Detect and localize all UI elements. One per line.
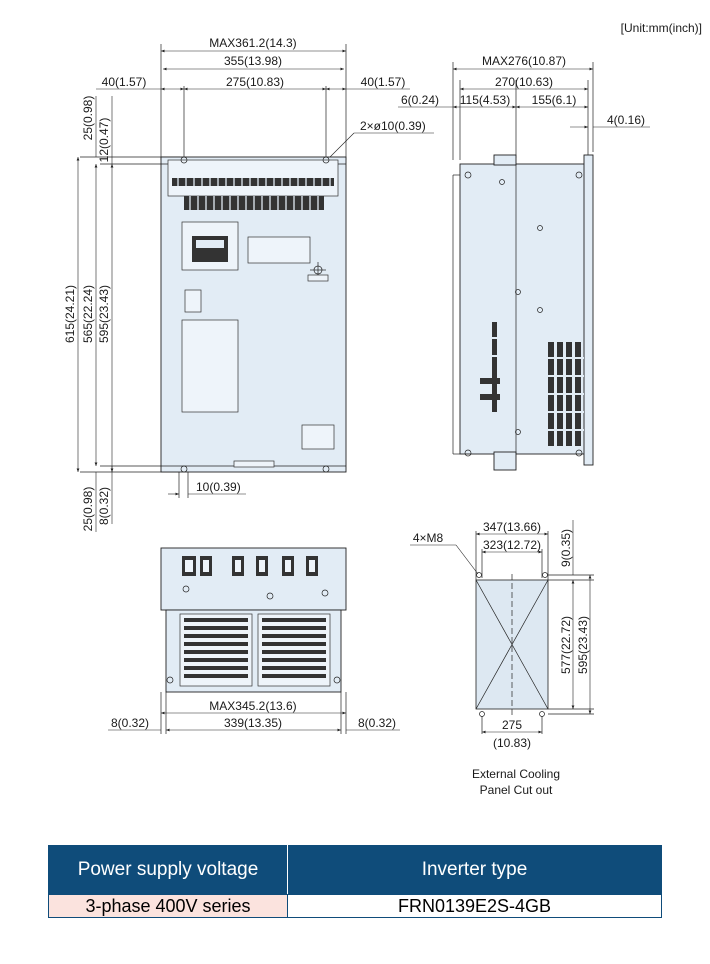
table-row: 3-phase 400V series FRN0139E2S-4GB (48, 894, 662, 918)
cutout-top-offset: 9(0.35) (559, 529, 573, 567)
front-slot-width: 10(0.39) (196, 480, 241, 494)
front-height-615: 615(24.21) (63, 285, 77, 343)
front-top-25: 25(0.98) (81, 96, 95, 141)
cutout-caption-1: External Cooling (472, 767, 560, 781)
unit-note: [Unit:mm(inch)] (621, 21, 702, 35)
front-hole-note: 2×ø10(0.39) (360, 119, 426, 133)
front-left-margin: 40(1.57) (102, 75, 147, 89)
table-header-row: Power supply voltage Inverter type (48, 845, 662, 895)
cutout-inner-height: 577(22.72) (559, 616, 573, 674)
bottom-left-offset: 8(0.32) (111, 716, 149, 730)
front-view: MAX361.2(14.3) 355(13.98) 40(1.57) 275(1… (63, 36, 434, 532)
cell-voltage: 3-phase 400V series (48, 894, 288, 918)
front-bottom-8: 8(0.32) (97, 487, 111, 525)
front-bottom-25: 25(0.98) (81, 487, 95, 532)
side-flange: 6(0.24) (401, 93, 439, 107)
cutout-caption-2: Panel Cut out (480, 783, 553, 797)
cutout-outer-width: 347(13.66) (483, 520, 541, 534)
cell-inverter-type: FRN0139E2S-4GB (287, 894, 662, 918)
front-center-span: 275(10.83) (226, 75, 284, 89)
side-rear-part: 155(6.1) (532, 93, 577, 107)
front-height-565: 565(22.24) (81, 285, 95, 343)
bottom-width: 339(13.35) (224, 716, 282, 730)
cutout-view: 347(13.66) 323(12.72) 4×M8 9(0.35) 577(2… (410, 520, 594, 797)
front-height-595: 595(23.43) (97, 285, 111, 343)
cutout-outer-height: 595(23.43) (576, 616, 590, 674)
bottom-view: MAX345.2(13.6) 8(0.32) 339(13.35) 8(0.32… (108, 547, 400, 734)
side-plate: 4(0.16) (607, 113, 645, 127)
cutout-pitch-value: 275 (502, 718, 522, 732)
header-inverter-type: Inverter type (287, 845, 662, 895)
front-width: 355(13.98) (224, 54, 282, 68)
front-right-margin: 40(1.57) (361, 75, 406, 89)
cutout-pitch-inch: (10.83) (493, 736, 531, 750)
side-view: MAX276(10.87) 270(10.63) 6(0.24) 115(4.5… (398, 54, 650, 471)
front-top-12: 12(0.47) (97, 118, 111, 163)
header-power-supply-voltage: Power supply voltage (48, 845, 288, 895)
side-front-part: 115(4.53) (460, 93, 510, 107)
spec-table: Power supply voltage Inverter type 3-pha… (48, 845, 662, 918)
side-max-depth: MAX276(10.87) (482, 54, 566, 68)
side-depth: 270(10.63) (495, 75, 553, 89)
cutout-inner-width: 323(12.72) (483, 538, 541, 552)
cutout-holes-note: 4×M8 (413, 531, 444, 545)
front-max-width: MAX361.2(14.3) (209, 36, 296, 50)
bottom-max-width: MAX345.2(13.6) (209, 699, 296, 713)
bottom-right-offset: 8(0.32) (358, 716, 396, 730)
